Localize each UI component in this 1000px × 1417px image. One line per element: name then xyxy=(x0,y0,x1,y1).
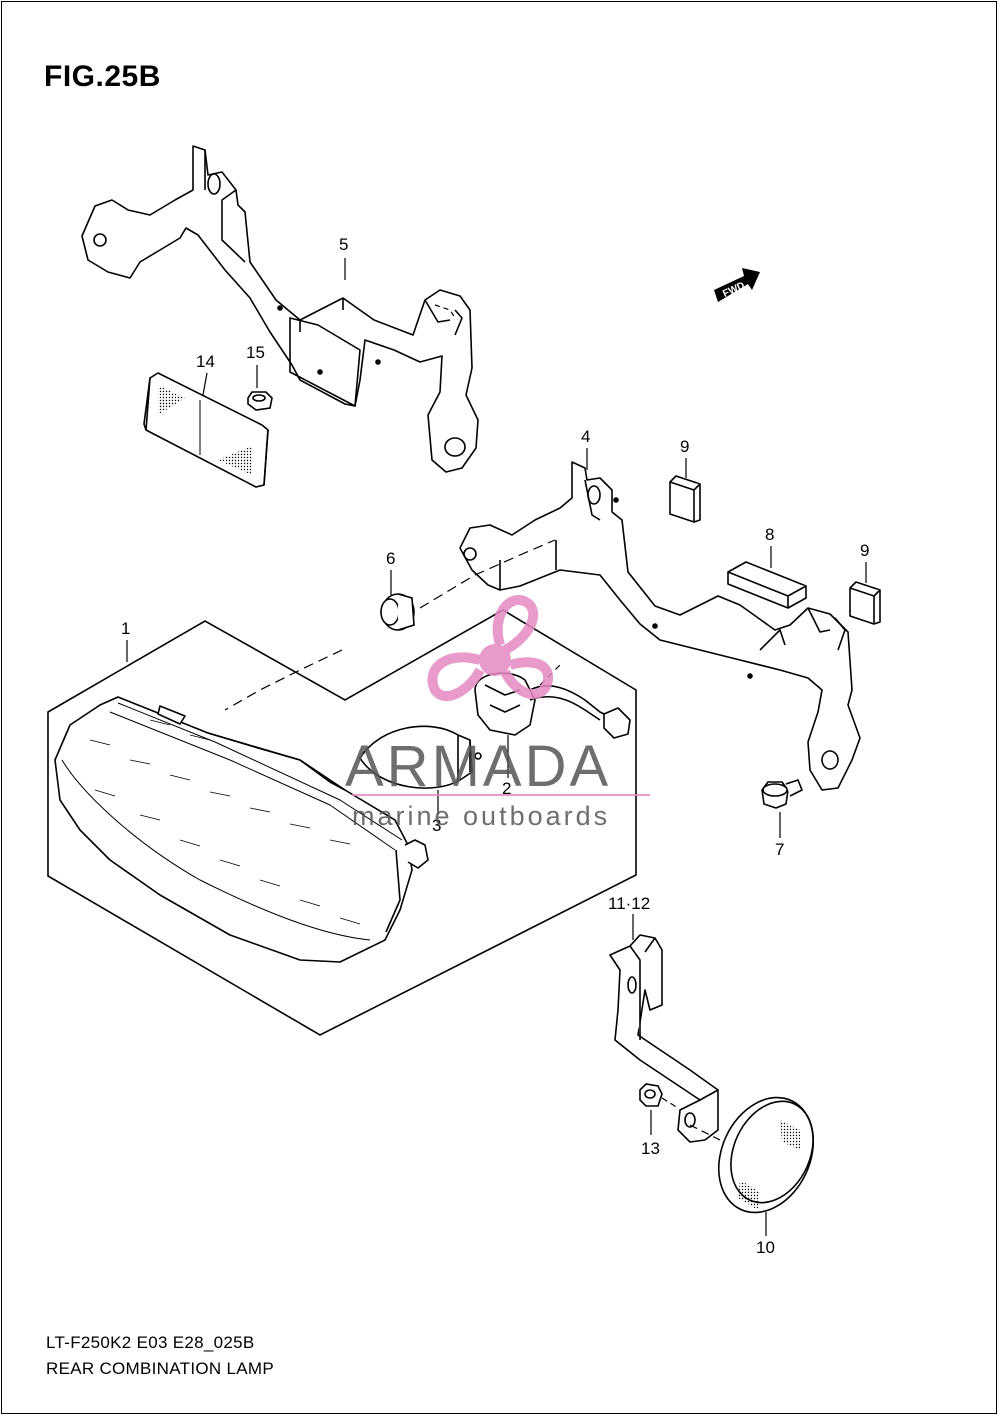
rear-reflector-part-14 xyxy=(143,372,269,488)
callout-3: 3 xyxy=(432,816,441,835)
callout-6: 6 xyxy=(386,549,395,568)
watermark-tagline: marine outboards xyxy=(352,801,610,831)
armada-watermark: ARMADA marine outboards xyxy=(345,595,650,831)
callout-11-12: 11·12 xyxy=(608,894,650,913)
grommet-part-6 xyxy=(380,593,415,631)
figure-title: FIG.25B xyxy=(44,60,161,93)
rear-lamp-housing-part-1 xyxy=(54,696,429,963)
callout-1: 1 xyxy=(121,619,130,638)
callout-9-upper: 9 xyxy=(680,437,689,456)
cushion-part-8 xyxy=(727,561,807,609)
diagram-code: LT-F250K2 E03 E28_025B xyxy=(46,1333,255,1352)
nut-part-13 xyxy=(639,1083,663,1107)
callout-9-lower: 9 xyxy=(860,541,869,560)
lower-bracket-part-4 xyxy=(459,461,861,791)
round-reflector-part-10 xyxy=(717,1096,815,1214)
callout-15: 15 xyxy=(246,343,265,362)
armada-propeller-logo xyxy=(427,595,553,701)
callout-labels: 1 2 3 4 5 6 7 8 9 9 10 11·12 13 14 15 xyxy=(121,235,869,1257)
callout-7: 7 xyxy=(775,840,784,859)
upper-bracket-part-5 xyxy=(81,145,479,473)
bulb-part-3 xyxy=(359,725,482,789)
lamp-assembly-outline xyxy=(47,609,637,1036)
callout-2: 2 xyxy=(502,779,511,798)
callout-8: 8 xyxy=(765,525,774,544)
cushion-part-9-lower xyxy=(849,581,881,625)
watermark-brand: ARMADA xyxy=(345,734,611,799)
callout-14: 14 xyxy=(196,352,215,371)
reflector-bracket-part-11-12 xyxy=(609,934,719,1143)
bolt-part-7 xyxy=(761,779,803,809)
callout-4: 4 xyxy=(581,427,590,446)
callout-5: 5 xyxy=(339,235,348,254)
forward-direction-arrow: FWD xyxy=(714,268,760,302)
nut-part-15 xyxy=(247,391,273,411)
callout-10: 10 xyxy=(756,1238,775,1257)
cushion-part-9-upper xyxy=(669,475,701,523)
diagram-name: REAR COMBINATION LAMP xyxy=(46,1359,274,1378)
fwd-label: FWD xyxy=(721,280,746,300)
leader-lines xyxy=(126,258,867,1236)
callout-13: 13 xyxy=(641,1139,660,1158)
